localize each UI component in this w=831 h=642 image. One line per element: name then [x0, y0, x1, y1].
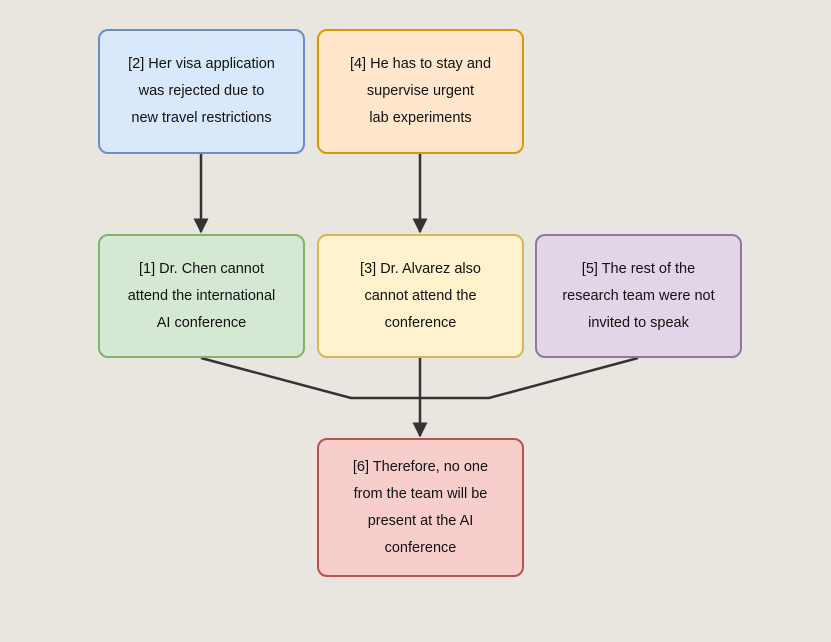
node-6-line-4: conference	[384, 539, 457, 556]
node-5-line-1: [5] The rest of the	[581, 260, 696, 277]
node-6-line-2: from the team will be	[353, 485, 488, 502]
node-6-conclusion: [6] Therefore, no one from the team will…	[317, 438, 524, 577]
node-6-text: [6] Therefore, no one from the team will…	[353, 454, 488, 562]
node-4-line-3: lab experiments	[369, 110, 472, 126]
node-1-line-3: AI conference	[156, 314, 247, 331]
node-4-text: [4] He has to stay and supervise urgent …	[350, 51, 491, 132]
node-3-line-3: conference	[384, 314, 457, 331]
node-4-lab-experiments: [4] He has to stay and supervise urgent …	[317, 29, 524, 154]
node-2-line-2: was rejected due to	[138, 83, 265, 99]
node-5-text: [5] The rest of the research team were n…	[562, 256, 714, 337]
node-3-line-1: [3] Dr. Alvarez also	[360, 260, 481, 277]
node-1-line-1: [1] Dr. Chen cannot	[139, 260, 264, 277]
node-1-dr-chen: [1] Dr. Chen cannot attend the internati…	[98, 234, 305, 358]
node-1-text: [1] Dr. Chen cannot attend the internati…	[128, 256, 276, 337]
node-6-line-1: [6] Therefore, no one	[352, 458, 489, 475]
node-1-line-2: attend the international	[127, 287, 276, 304]
node-4-line-1: [4] He has to stay and	[349, 56, 492, 72]
node-3-dr-alvarez: [3] Dr. Alvarez also cannot attend the c…	[317, 234, 524, 358]
node-5-line-3: invited to speak	[588, 314, 689, 331]
node-3-line-2: cannot attend the	[364, 287, 477, 304]
edge-5-join	[420, 356, 639, 400]
node-5-line-2: research team were not	[562, 287, 715, 304]
node-5-research-team: [5] The rest of the research team were n…	[535, 234, 742, 358]
node-2-line-3: new travel restrictions	[131, 110, 272, 126]
edge-1-join	[200, 356, 420, 400]
node-4-line-2: supervise urgent	[366, 83, 475, 99]
node-2-text: [2] Her visa application was rejected du…	[128, 51, 275, 132]
node-2-visa-rejected: [2] Her visa application was rejected du…	[98, 29, 305, 154]
node-6-line-3: present at the AI	[367, 512, 474, 529]
node-3-text: [3] Dr. Alvarez also cannot attend the c…	[360, 256, 481, 337]
node-2-line-1: [2] Her visa application	[128, 56, 275, 72]
